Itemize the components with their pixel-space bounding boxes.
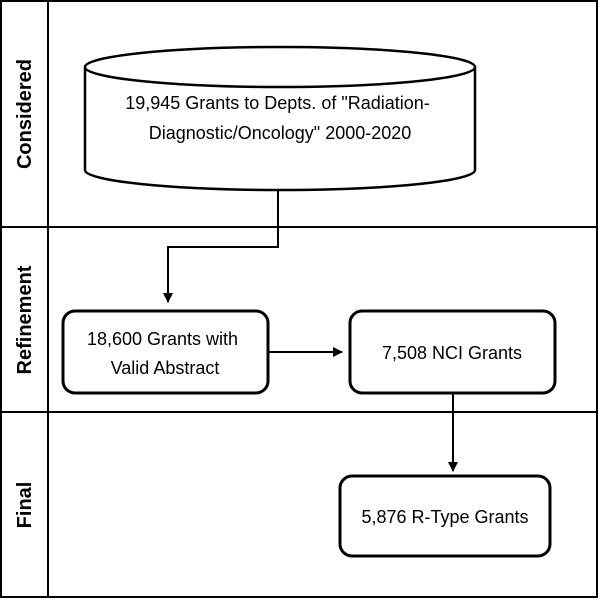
nci-label: 7,508 NCI Grants [382, 343, 522, 363]
lane-final: Final [14, 482, 36, 529]
source-label-line-1: 19,945 Grants to Depts. of "Radiation- [125, 93, 430, 113]
nci-box [348, 309, 557, 395]
edge-source-to-valid-abstract [163, 190, 279, 303]
lane-considered: Considered [14, 59, 36, 169]
lane-label-final: Final [14, 482, 36, 529]
node-valid-abstract: 18,600 Grants with Valid Abstract [61, 309, 270, 395]
valid-abstract-label: 18,600 Grants with Valid Abstract [87, 329, 243, 378]
source-label-line-2: Diagnostic/Oncology" 2000-2020 [149, 123, 412, 143]
r-type-label: 5,876 R-Type Grants [361, 507, 528, 527]
valid-abstract-box [61, 309, 270, 395]
node-nci: 7,508 NCI Grants [348, 309, 557, 395]
source-label: 19,945 Grants to Depts. of "Radiation- D… [125, 93, 435, 143]
lane-refinement: Refinement [14, 265, 36, 374]
lane-label-refinement: Refinement [14, 265, 36, 374]
node-source-database: 19,945 Grants to Depts. of "Radiation- D… [83, 45, 477, 192]
valid-abstract-label-line-1: 18,600 Grants with [87, 329, 238, 349]
connectors [163, 190, 458, 472]
lane-label-considered: Considered [14, 59, 36, 169]
cylinder-body [83, 67, 477, 192]
node-r-type: 5,876 R-Type Grants [338, 474, 552, 558]
r-type-box [338, 474, 552, 558]
cylinder-top [83, 45, 477, 89]
valid-abstract-label-line-2: Valid Abstract [111, 358, 220, 378]
